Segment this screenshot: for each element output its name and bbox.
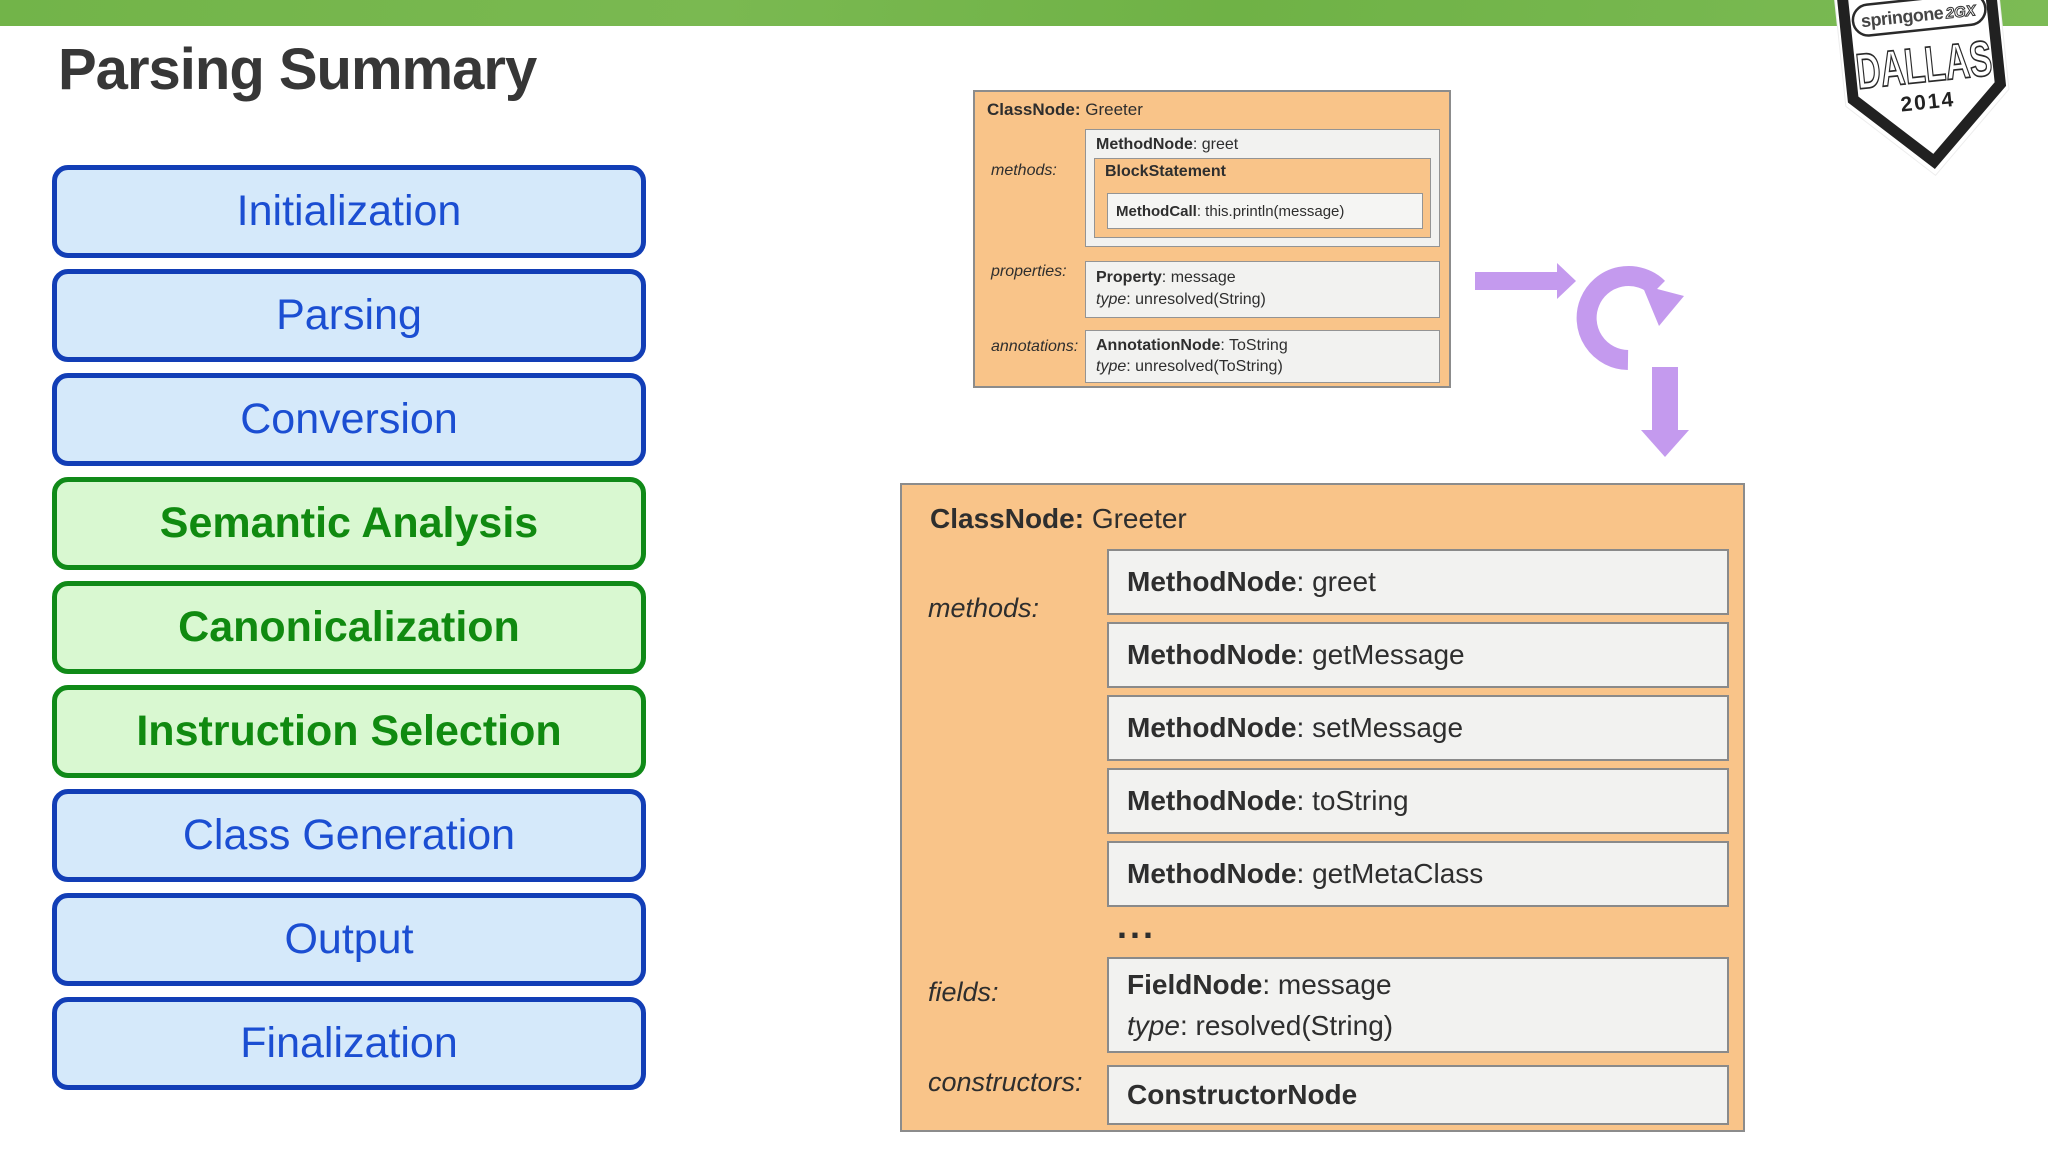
methodnode-box: MethodNode: getMetaClass <box>1107 841 1729 907</box>
phase-button-class-generation: Class Generation <box>52 789 646 882</box>
down-arrow-head <box>1641 430 1689 457</box>
right-arrow-shaft <box>1475 272 1559 290</box>
fieldnode-box: FieldNode: message type: resolved(String… <box>1107 957 1729 1053</box>
more-methods-ellipsis: ... <box>1117 905 1157 946</box>
fields-label: fields: <box>928 977 999 1007</box>
phase-button-semantic-analysis: Semantic Analysis <box>52 477 646 570</box>
badge-2gx-logo: 2GX <box>1944 2 1978 22</box>
top-green-bar <box>0 0 2048 26</box>
phase-button-conversion: Conversion <box>52 373 646 466</box>
badge-shield-band <box>1835 0 2007 169</box>
constructors-label: constructors: <box>928 1067 1083 1097</box>
methods-label: methods: <box>991 162 1057 179</box>
springone-dallas-badge: springone 2GX DALLAS 2014 <box>1826 0 2026 195</box>
ast-diagram-after: ClassNode: Greeter methods: MethodNode: … <box>900 483 1745 1132</box>
methodnode-box: MethodNode: toString <box>1107 768 1729 834</box>
classnode-header: ClassNode: Greeter <box>987 100 1143 119</box>
badge-pill <box>1851 0 1987 37</box>
phase-button-initialization: Initialization <box>52 165 646 258</box>
right-arrow-head <box>1557 263 1576 299</box>
properties-label: properties: <box>991 263 1067 280</box>
phase-button-output: Output <box>52 893 646 986</box>
methodnode-box: MethodNode: setMessage <box>1107 695 1729 761</box>
phase-button-parsing: Parsing <box>52 269 646 362</box>
transform-arrows <box>1475 263 1689 457</box>
phase-button-instruction-selection: Instruction Selection <box>52 685 646 778</box>
loop-arrow-head <box>1642 285 1684 326</box>
annotation-box: AnnotationNode: ToString type: unresolve… <box>1085 330 1440 383</box>
methodcall-box: MethodCall: this.println(message) <box>1107 193 1423 229</box>
methodnode-greet-box: MethodNode: greet BlockStatement MethodC… <box>1085 129 1440 247</box>
page-title: Parsing Summary <box>58 37 537 102</box>
classnode-header: ClassNode: Greeter <box>930 503 1187 534</box>
ast-diagram-before: ClassNode: Greeter methods: properties: … <box>973 90 1451 388</box>
property-box: Property: message type: unresolved(Strin… <box>1085 261 1440 318</box>
blockstatement-box: BlockStatement MethodCall: this.println(… <box>1094 158 1431 238</box>
badge-year-text: 2014 <box>1899 88 1956 117</box>
methods-label: methods: <box>928 593 1040 623</box>
down-arrow-shaft <box>1652 367 1678 432</box>
loop-arrow <box>1576 266 1665 370</box>
methodnode-box: MethodNode: greet <box>1107 549 1729 615</box>
methodnode-box: MethodNode: getMessage <box>1107 622 1729 688</box>
phase-button-canonicalization: Canonicalization <box>52 581 646 674</box>
annotations-label: annotations: <box>991 338 1079 355</box>
phase-button-finalization: Finalization <box>52 997 646 1090</box>
constructornode-box: ConstructorNode <box>1107 1065 1729 1125</box>
